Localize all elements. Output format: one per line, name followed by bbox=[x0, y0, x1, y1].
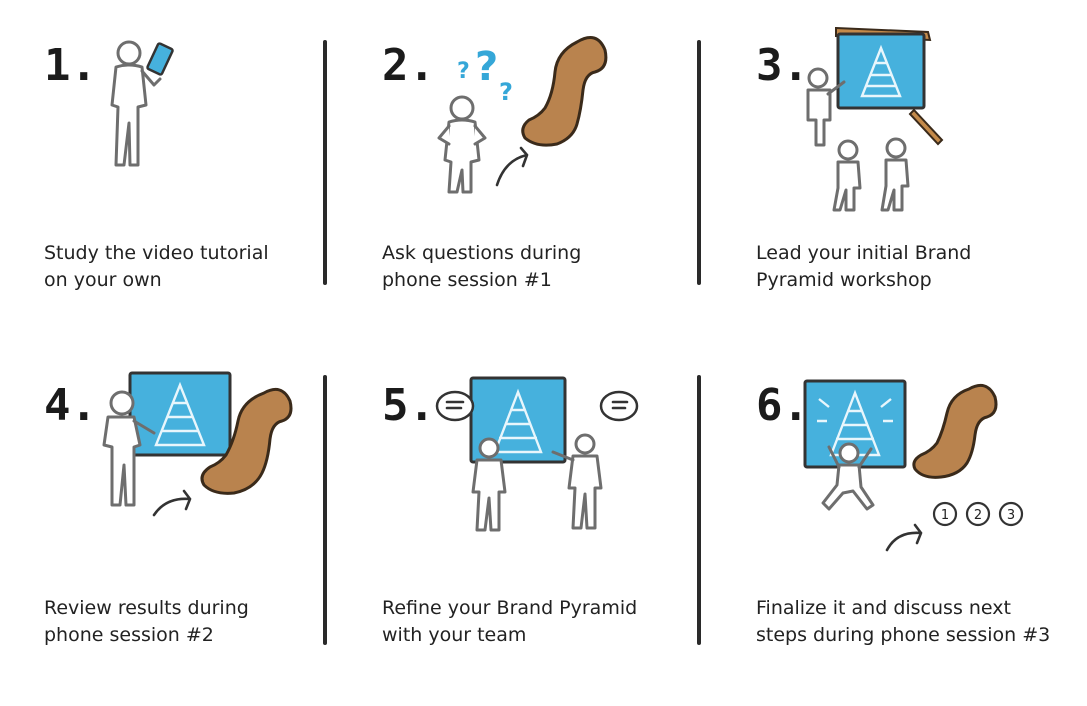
step-caption: Study the video tutorial on your own bbox=[44, 240, 364, 294]
caption-line: phone session #2 bbox=[44, 624, 214, 646]
team-discussion-icon bbox=[435, 376, 639, 532]
caption-line: Review results during bbox=[44, 597, 249, 619]
caption-line: Ask questions during bbox=[382, 242, 582, 264]
step-1: 1. Study the video tutorial on your own bbox=[34, 20, 374, 350]
step-5: 5. Refine your Brand Pyramid with your t… bbox=[372, 360, 712, 690]
step-4: 4. Review results during phone session #… bbox=[34, 360, 374, 690]
step-6: 6. 1 2 3 Finalize it and discuss next st… bbox=[746, 360, 1086, 690]
caption-line: on your own bbox=[44, 269, 162, 291]
step-caption: Ask questions during phone session #1 bbox=[382, 240, 702, 294]
review-board-with-phone-icon bbox=[102, 371, 293, 517]
workshop-presenter-icon bbox=[806, 26, 944, 212]
step-3: 3. Lead your initial Brand Pyramid works… bbox=[746, 20, 1086, 350]
caption-line: steps during phone session #3 bbox=[756, 624, 1051, 646]
celebrating-person-with-phone-icon bbox=[803, 379, 998, 552]
question-mark-icon: ? bbox=[499, 78, 513, 106]
numbered-badges: 1 2 3 bbox=[932, 501, 1024, 527]
phone-handset-icon bbox=[912, 383, 998, 479]
curved-arrow-icon bbox=[495, 146, 529, 187]
column-divider bbox=[323, 375, 327, 645]
badge-number: 1 bbox=[941, 508, 949, 523]
step-number: 5. bbox=[382, 380, 435, 431]
phone-handset-icon bbox=[521, 36, 608, 147]
column-divider bbox=[697, 375, 701, 645]
caption-line: Finalize it and discuss next bbox=[756, 597, 1011, 619]
badge-number: 3 bbox=[1007, 508, 1015, 523]
step-number: 3. bbox=[756, 40, 809, 91]
step-2: 2. ? ? ? Ask questions during phone sess… bbox=[372, 20, 712, 350]
caption-line: with your team bbox=[382, 624, 527, 646]
step-caption: Finalize it and discuss next steps durin… bbox=[756, 595, 1076, 649]
step-caption: Lead your initial Brand Pyramid workshop bbox=[756, 240, 1076, 294]
column-divider bbox=[323, 40, 327, 285]
question-mark-icon: ? bbox=[457, 59, 470, 84]
step-number: 4. bbox=[44, 380, 97, 431]
curved-arrow-icon bbox=[885, 523, 923, 552]
caption-line: Study the video tutorial bbox=[44, 242, 269, 264]
column-divider bbox=[697, 40, 701, 285]
step-number: 2. bbox=[382, 40, 435, 91]
step-caption: Refine your Brand Pyramid with your team bbox=[382, 595, 702, 649]
caption-line: Lead your initial Brand bbox=[756, 242, 972, 264]
step-caption: Review results during phone session #2 bbox=[44, 595, 364, 649]
caption-line: Pyramid workshop bbox=[756, 269, 932, 291]
phone-handset-icon bbox=[200, 387, 293, 495]
person-with-tablet-icon bbox=[110, 40, 174, 167]
caption-line: Refine your Brand Pyramid bbox=[382, 597, 638, 619]
confused-person-with-phone-icon: ? ? ? bbox=[437, 36, 608, 194]
step-number: 1. bbox=[44, 40, 97, 91]
question-mark-icon: ? bbox=[475, 44, 498, 90]
step-number: 6. bbox=[756, 380, 809, 431]
badge-number: 2 bbox=[974, 508, 982, 523]
caption-line: phone session #1 bbox=[382, 269, 552, 291]
curved-arrow-icon bbox=[152, 489, 192, 517]
